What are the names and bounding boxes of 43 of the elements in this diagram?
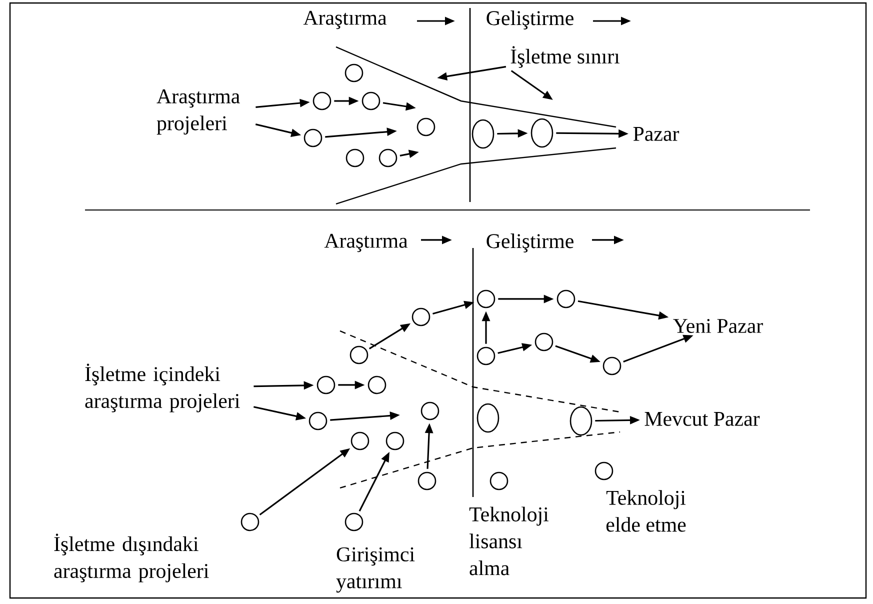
circle bbox=[350, 346, 368, 364]
text-label: İşletme sınırı bbox=[510, 46, 620, 68]
circle bbox=[368, 376, 386, 394]
circle bbox=[594, 462, 614, 480]
heading-label: Geliştirme bbox=[486, 234, 574, 252]
circle bbox=[240, 512, 260, 532]
circle bbox=[556, 290, 576, 308]
circle bbox=[304, 128, 322, 148]
circle bbox=[602, 356, 622, 376]
text-label: Pazar bbox=[633, 127, 680, 141]
circle bbox=[420, 402, 440, 420]
circle bbox=[308, 412, 328, 430]
circle bbox=[378, 148, 398, 168]
circle bbox=[386, 432, 404, 450]
circle bbox=[476, 346, 496, 366]
oval bbox=[530, 118, 554, 148]
oval bbox=[570, 406, 592, 436]
circle bbox=[344, 512, 364, 532]
circle bbox=[350, 432, 370, 450]
circle bbox=[312, 92, 332, 110]
node-caption: Teknoloji elde etme bbox=[606, 490, 686, 532]
circle bbox=[476, 290, 496, 308]
circle bbox=[412, 308, 430, 326]
circle bbox=[416, 118, 436, 136]
circle bbox=[534, 332, 554, 352]
circle bbox=[490, 472, 508, 490]
circle bbox=[344, 64, 364, 82]
circle bbox=[362, 92, 380, 110]
node-caption: Girişimci yatırımı bbox=[336, 547, 415, 593]
heading-label: Araştırma bbox=[303, 10, 387, 30]
text-label: İşletme içindeki araştırma projeleri bbox=[85, 364, 240, 412]
circle bbox=[316, 376, 336, 394]
oval bbox=[472, 119, 494, 149]
node-caption: Teknoloji lisansı alma bbox=[469, 506, 549, 576]
text-label: Yeni Pazar bbox=[673, 318, 763, 334]
heading-label: Araştırma bbox=[324, 234, 408, 252]
node-caption: İşletme dışındaki araştırma projeleri bbox=[54, 534, 209, 582]
heading-label: Geliştirme bbox=[486, 10, 574, 30]
circle bbox=[346, 148, 364, 168]
circle bbox=[418, 472, 436, 490]
text-label: Mevcut Pazar bbox=[644, 412, 760, 426]
oval bbox=[476, 403, 500, 433]
text-label: Araştırma projeleri bbox=[156, 89, 240, 135]
